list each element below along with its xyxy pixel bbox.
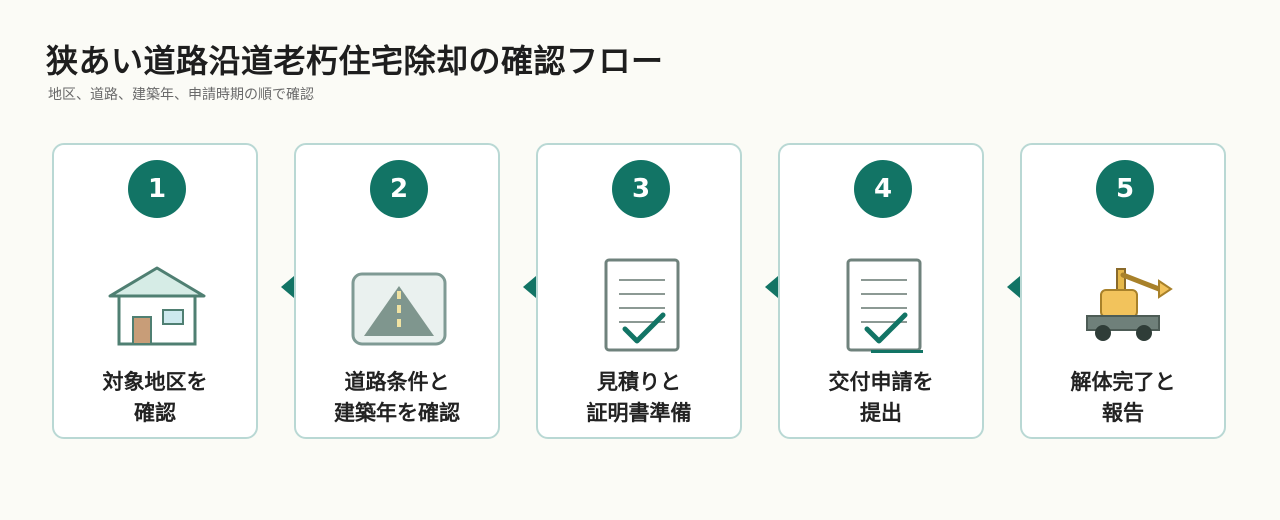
application-document-icon	[846, 258, 923, 353]
step-card-3: 3 見積りと 証明書準備	[536, 143, 742, 439]
flow-arrow-icon	[1007, 276, 1020, 298]
road-icon	[351, 272, 447, 346]
step-label: 解体完了と 報告	[1070, 370, 1176, 425]
flow-arrow-icon	[523, 276, 536, 298]
step-card-2: 2 道路条件と 建築年を確認	[294, 143, 500, 439]
step-card-4: 4 交付申請を 提出	[778, 143, 984, 439]
step-card-5: 5 解体完了と 報告	[1020, 143, 1226, 439]
excavator-icon	[1086, 268, 1173, 341]
page-subtitle: 地区、道路、建築年、申請時期の順で確認	[48, 87, 314, 103]
step-number-badge: 1	[128, 160, 186, 218]
step-number-badge: 2	[370, 160, 428, 218]
step-label: 交付申請を 提出	[828, 370, 934, 425]
page-title: 狭あい道路沿道老朽住宅除却の確認フロー	[46, 42, 664, 80]
step-number-badge: 4	[854, 160, 912, 218]
step-label: 道路条件と 建築年を確認	[334, 370, 460, 425]
flow-arrow-icon	[281, 276, 294, 298]
step-card-1: 1 対象地区を 確認	[52, 143, 258, 439]
step-number-badge: 5	[1096, 160, 1154, 218]
step-number-badge: 3	[612, 160, 670, 218]
flow-arrow-icon	[765, 276, 778, 298]
checklist-document-icon	[604, 258, 680, 352]
step-label: 対象地区を 確認	[102, 370, 208, 425]
house-icon	[108, 266, 206, 346]
step-label: 見積りと 証明書準備	[586, 370, 692, 425]
